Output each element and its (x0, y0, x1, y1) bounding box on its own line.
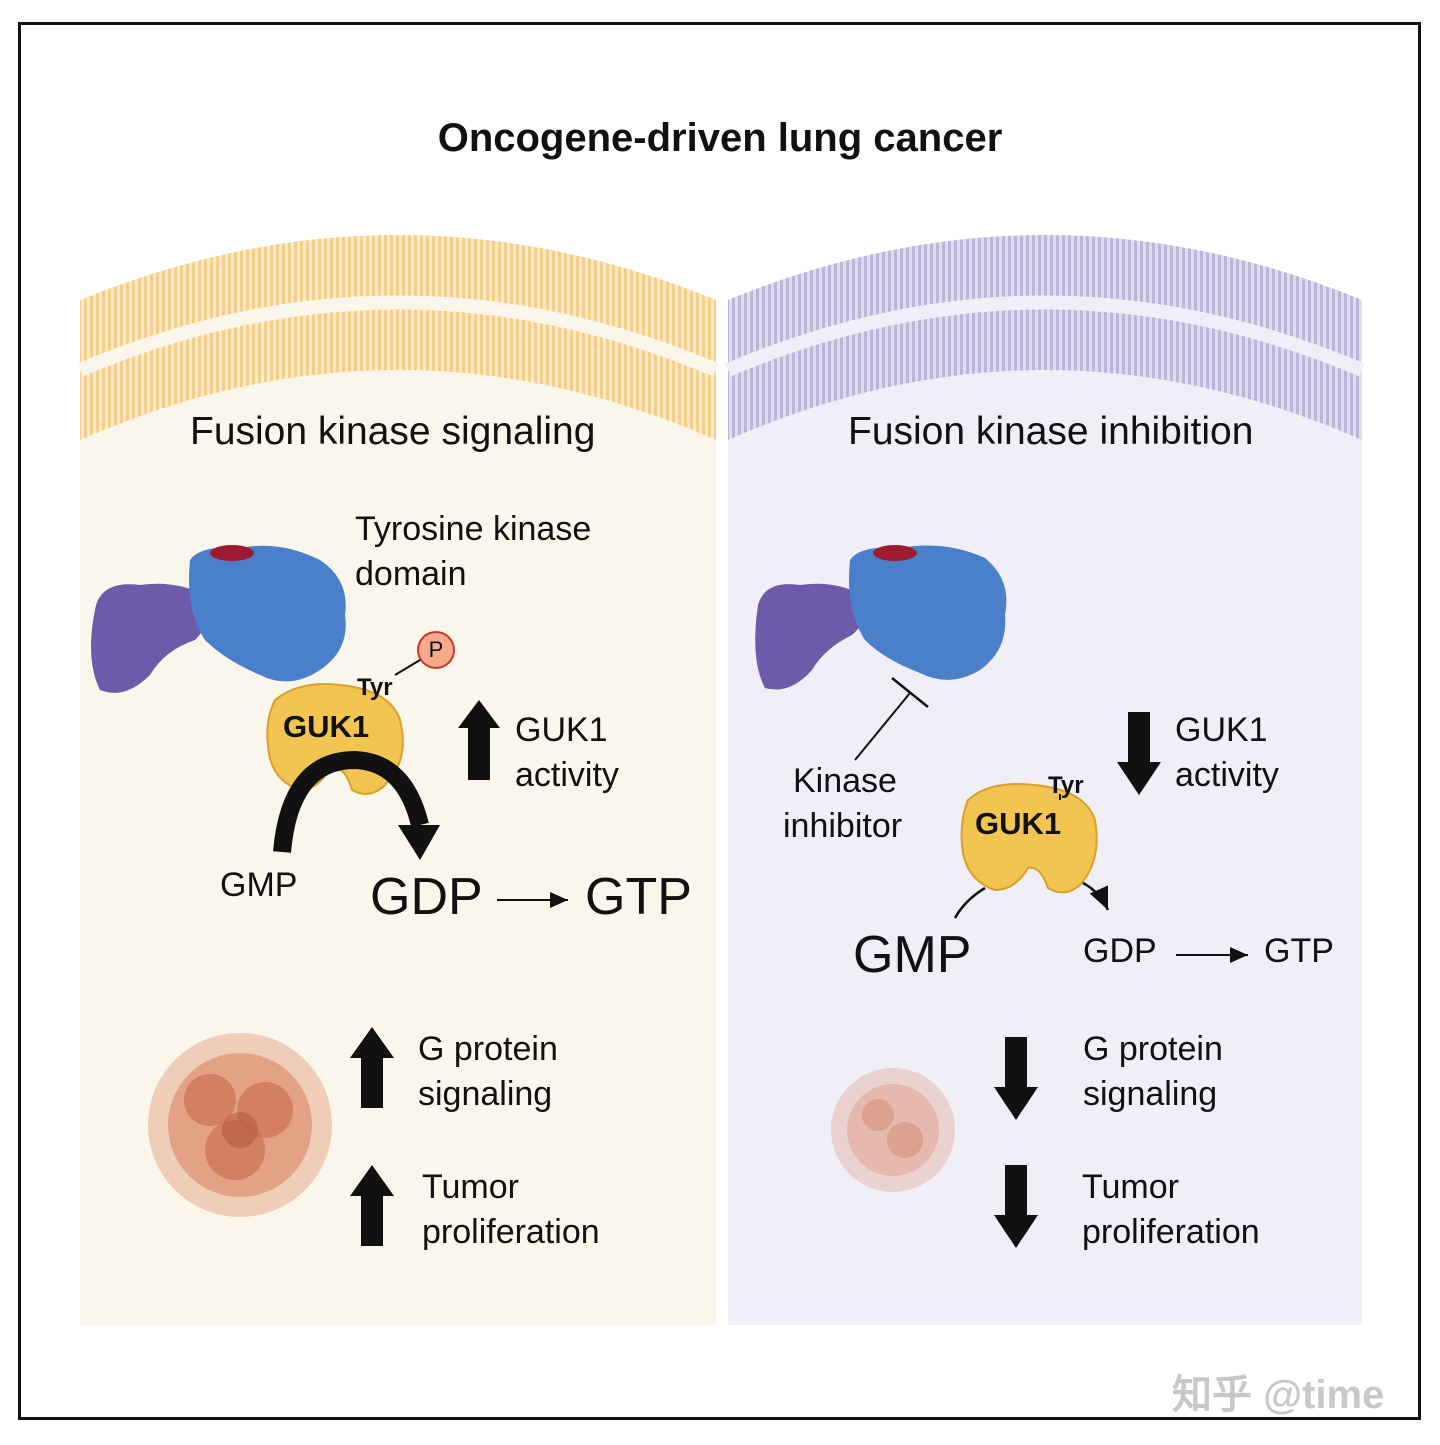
right-activity-down-arrow (1117, 712, 1161, 795)
right-gtp-label: GTP (1264, 932, 1334, 970)
right-panel-background (728, 235, 1362, 1325)
phospho-circle (417, 631, 455, 669)
left-tumor-cluster (148, 1033, 332, 1217)
left-panel-heading: Fusion kinase signaling (190, 410, 596, 453)
left-activity-up-arrow (458, 700, 500, 780)
inhibitor-bar (891, 677, 929, 708)
left-kinase-red-motif (210, 545, 254, 561)
left-gmp-label: GMP (220, 866, 298, 904)
right-gdp-label: GDP (1083, 932, 1157, 970)
right-gdp-line (1082, 881, 1110, 911)
inhibitor-line (854, 692, 911, 761)
right-tumor-down-arrow (994, 1165, 1038, 1248)
right-tumor-line2: proliferation (1082, 1213, 1260, 1251)
right-gprotein-line2: signaling (1083, 1075, 1218, 1113)
right-fusion-kinase (755, 545, 1007, 690)
left-kinase-blue-domain (189, 545, 346, 682)
right-tumor-line1: Tumor (1082, 1168, 1179, 1206)
right-activity-line1: GUK1 (1175, 711, 1268, 749)
right-kinase-blue-domain (849, 545, 1007, 680)
left-gdp-label: GDP (370, 868, 483, 926)
inhibitor-label-line1: Kinase (793, 762, 897, 800)
right-kinase-purple-domain (755, 583, 866, 690)
right-membrane-gap (725, 295, 1365, 377)
left-tumor-up-arrow (350, 1165, 394, 1246)
right-gprotein-down-arrow (994, 1037, 1038, 1120)
left-membrane-gap (77, 295, 719, 377)
right-membrane-outer (728, 235, 1362, 440)
right-tyr-label: Tyr (1048, 772, 1084, 799)
right-kinase-red-motif (873, 545, 917, 561)
left-membrane-outer (80, 235, 716, 440)
domain-label-line1: Tyrosine kinase (355, 510, 592, 548)
right-activity-line2: activity (1175, 756, 1279, 794)
left-tumor-line1: Tumor (422, 1168, 519, 1206)
left-gtp-label: GTP (585, 868, 692, 926)
left-fusion-kinase (91, 545, 346, 693)
right-guk1-shape (960, 783, 1098, 894)
phospho-label: P (428, 637, 444, 662)
right-guk1-label: GUK1 (975, 806, 1062, 841)
left-activity-line1: GUK1 (515, 711, 608, 749)
right-panel-heading: Fusion kinase inhibition (848, 410, 1254, 453)
figure-title: Oncogene-driven lung cancer (437, 116, 1003, 160)
right-gmp-line (953, 886, 986, 919)
watermark: 知乎 @time (1172, 1373, 1385, 1417)
left-guk1-label: GUK1 (283, 709, 370, 744)
left-reaction-arrowhead (398, 825, 440, 860)
right-gprotein-line1: G protein (1083, 1030, 1223, 1068)
right-panel (725, 235, 1365, 1325)
domain-label-line2: domain (355, 555, 467, 593)
left-gprotein-line2: signaling (418, 1075, 553, 1113)
left-tyr-label: Tyr (357, 674, 393, 701)
inhibitor-label-line2: inhibitor (783, 807, 903, 845)
left-tumor-line2: proliferation (422, 1213, 600, 1251)
right-tumor-cluster (831, 1068, 955, 1192)
right-gmp-label: GMP (853, 926, 972, 984)
left-activity-line2: activity (515, 756, 619, 794)
left-reaction-arc (273, 750, 429, 853)
left-kinase-purple-domain (91, 583, 209, 693)
left-gprotein-line1: G protein (418, 1030, 558, 1068)
left-gprotein-up-arrow (350, 1027, 394, 1108)
